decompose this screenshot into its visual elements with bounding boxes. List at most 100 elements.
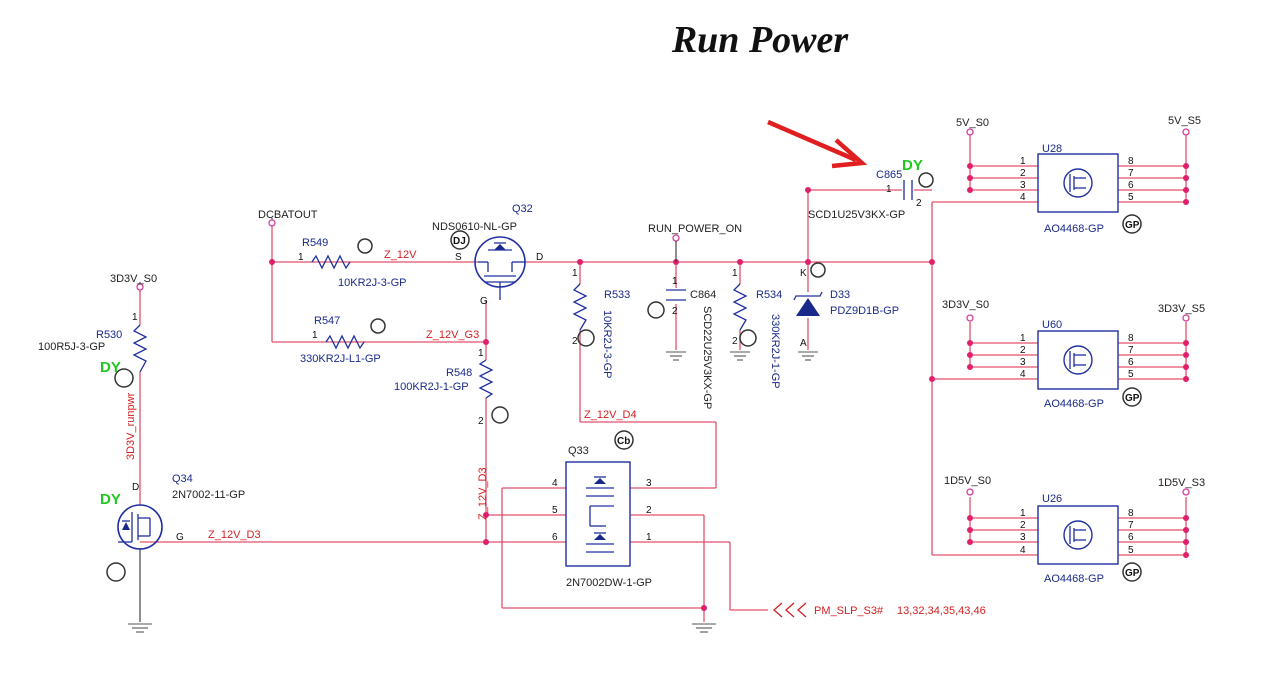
pin-q33-6: 6 [552, 532, 558, 543]
pin-d33-k: K [800, 268, 807, 279]
pin-c865-1: 1 [886, 184, 892, 195]
value-c865: SCD1U25V3KX-GP [808, 209, 905, 221]
u26-wires [969, 497, 1187, 556]
pin-u60-7: 7 [1128, 345, 1134, 356]
net-pm-slp-s3: PM_SLP_S3# [814, 605, 884, 617]
pin-u28-7: 7 [1128, 168, 1134, 179]
ground-q34 [128, 623, 152, 633]
pin-r534-1: 1 [732, 268, 738, 279]
page-title: Run Power [671, 19, 849, 61]
pin-c864-2: 2 [672, 306, 678, 317]
resistor-r549 [311, 254, 351, 270]
pin-u28-8: 8 [1128, 156, 1134, 167]
rail-3d3v-s0: 3D3V_S0 [942, 299, 989, 311]
net-z12v-d3: Z_12V_D3 [208, 529, 261, 541]
pin-u60-1: 1 [1020, 333, 1026, 344]
rail-5v-s5: 5V_S5 [1168, 115, 1201, 127]
value-r533: 10KR2J-3-GP [601, 310, 613, 378]
mosfet-q34 [117, 504, 163, 550]
ground-q33 [692, 623, 716, 633]
gp-mark-u26: GP [1125, 568, 1140, 579]
ref-q32: Q32 [512, 203, 533, 215]
cb-mark-q33: Cb [617, 436, 630, 447]
ground-d33 [798, 351, 818, 361]
pin-u28-2: 2 [1020, 168, 1026, 179]
pin-u60-2: 2 [1020, 345, 1026, 356]
pin-r547-1: 1 [312, 330, 318, 341]
pin-q34-g: G [176, 532, 184, 543]
gp-mark-u28: GP [1125, 220, 1140, 231]
dj-mark-q32: DJ [453, 236, 466, 247]
pin-u26-5: 5 [1128, 545, 1134, 556]
pin-u26-6: 6 [1128, 532, 1134, 543]
capacitor-c864 [666, 289, 686, 301]
pin-u28-3: 3 [1020, 180, 1026, 191]
resistor-r530 [132, 324, 148, 373]
pin-u60-5: 5 [1128, 369, 1134, 380]
value-r530: 100R5J-3-GP [38, 341, 105, 353]
ref-u28: U28 [1042, 143, 1062, 155]
pin-u60-4: 4 [1020, 369, 1026, 380]
pin-r549-1: 1 [298, 252, 304, 263]
pin-q33-1: 1 [646, 532, 652, 543]
value-q34: 2N7002-11-GP [172, 489, 245, 501]
value-c864: SCD22U25V3KX-GP [701, 306, 713, 409]
ref-r548: R548 [446, 367, 472, 379]
rail-1d5v-s3: 1D5V_S3 [1158, 477, 1205, 489]
pin-c865-2: 2 [916, 198, 922, 209]
pin-u26-7: 7 [1128, 520, 1134, 531]
rail-1d5v-s0: 1D5V_S0 [944, 475, 991, 487]
pin-u60-3: 3 [1020, 357, 1026, 368]
ground-r534 [730, 351, 750, 361]
pin-u26-4: 4 [1020, 545, 1026, 556]
pin-u28-4: 4 [1020, 192, 1026, 203]
value-q33: 2N7002DW-1-GP [566, 577, 652, 589]
dy-mark-r530: DY [100, 359, 121, 376]
pm-slp-pages: 13,32,34,35,43,46 [897, 605, 986, 617]
pin-u60-8: 8 [1128, 333, 1134, 344]
pin-u26-2: 2 [1020, 520, 1026, 531]
ref-q34: Q34 [172, 473, 193, 485]
value-r547: 330KR2J-L1-GP [300, 353, 381, 365]
pin-u26-3: 3 [1020, 532, 1026, 543]
value-d33: PDZ9D1B-GP [830, 305, 899, 317]
resistor-r548 [478, 359, 494, 399]
pin-c864-1: 1 [672, 276, 678, 287]
resistor-r534 [732, 283, 748, 331]
rail-3d3v-s5: 3D3V_S5 [1158, 303, 1205, 315]
value-r534: 330KR2J-1-GP [769, 314, 781, 389]
u60-wires [969, 322, 1187, 380]
pin-r530-1: 1 [132, 312, 138, 323]
value-q32: NDS0610-NL-GP [432, 221, 517, 233]
ref-c865: C865 [876, 169, 902, 181]
pin-u26-1: 1 [1020, 508, 1026, 519]
ref-r530: R530 [96, 329, 122, 341]
offpage-connector-icon [773, 602, 807, 618]
pin-d33-a: A [800, 338, 807, 349]
ref-u60: U60 [1042, 319, 1062, 331]
net-run-power-on: RUN_POWER_ON [648, 223, 742, 235]
net-z12v-d3-vertical: Z_12V_D3 [477, 467, 489, 520]
value-u28: AO4468-GP [1044, 223, 1104, 235]
ring-marks [106, 172, 1142, 582]
pin-q33-3: 3 [646, 478, 652, 489]
rail-3d3v-s0-left: 3D3V_S0 [110, 273, 157, 285]
ground-c864 [666, 351, 686, 361]
resistor-r547 [325, 334, 365, 350]
pin-r533-2: 2 [572, 336, 578, 347]
pin-u60-6: 6 [1128, 357, 1134, 368]
junctions [269, 163, 1189, 611]
dy-mark-q34: DY [100, 491, 121, 508]
ref-q33: Q33 [568, 445, 589, 457]
capacitor-c865 [903, 180, 913, 200]
resistor-r533 [572, 283, 588, 331]
net-z12v-d4: Z_12V_D4 [584, 409, 637, 421]
pin-r533-1: 1 [572, 268, 578, 279]
pin-q32-s: S [455, 252, 462, 263]
ref-c864: C864 [690, 289, 716, 301]
pin-u26-8: 8 [1128, 508, 1134, 519]
net-3d3v-runpwr: 3D3V_runpwr [125, 392, 137, 460]
ref-d33: D33 [830, 289, 850, 301]
mosfet-q32 [474, 236, 526, 300]
